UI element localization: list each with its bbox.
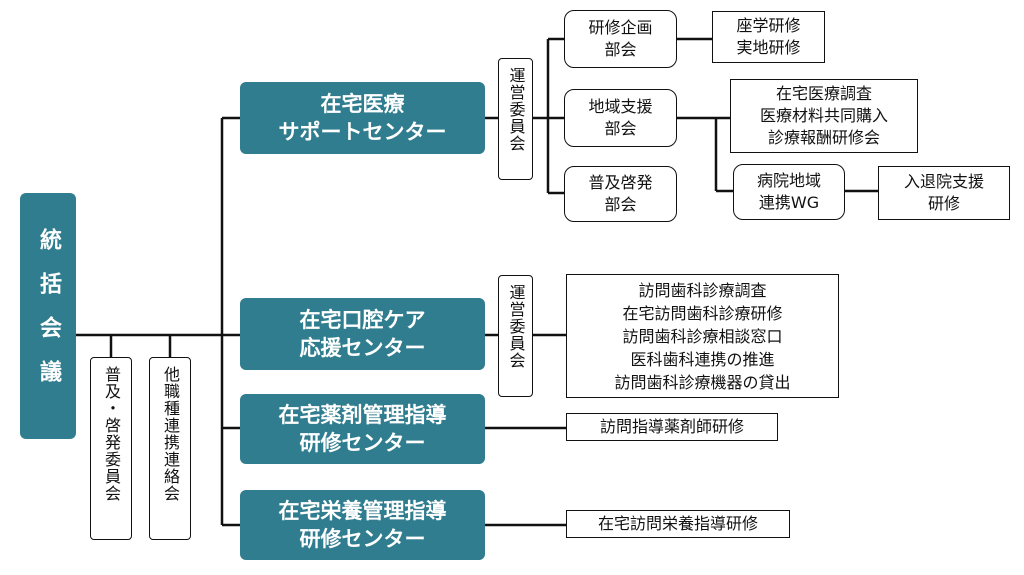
subgroup-label: 研修企画 部会 — [588, 18, 653, 59]
center-label: 在宅口腔ケア 応援センター — [299, 308, 426, 360]
subgroup-label: 地域支援 部会 — [588, 97, 653, 138]
items-koku-care: 訪問歯科診療調査 在宅訪問歯科診療研修 訪問歯科診療相談窓口 医科歯科連携の推進… — [566, 274, 839, 398]
center-zaitaku-iryo-support: 在宅医療 サポートセンター — [240, 82, 485, 154]
items-text: 訪問歯科診療調査 在宅訪問歯科診療研修 訪問歯科診療相談窓口 医科歯科連携の推進… — [614, 280, 791, 392]
committee-fukyu-label: 普及・啓発委員会 — [102, 366, 121, 502]
items-text: 在宅医療調査 医療材料共同購入 診療報酬研修会 — [759, 84, 888, 147]
subgroup-kenshu-kikaku: 研修企画 部会 — [564, 10, 677, 68]
center-label: 在宅薬剤管理指導 研修センター — [278, 403, 447, 455]
items-text: 在宅訪問栄養指導研修 — [597, 514, 758, 533]
items-text: 訪問指導薬剤師研修 — [599, 417, 744, 436]
items-yakuzai: 訪問指導薬剤師研修 — [566, 413, 778, 441]
subgroup-chiiki-shien: 地域支援 部会 — [564, 89, 677, 147]
operating-committee-2: 運営委員会 — [498, 275, 533, 397]
operating-committee-label: 運営委員会 — [506, 284, 526, 369]
center-label: 在宅医療 サポートセンター — [278, 92, 447, 144]
items-text: 座学研修 実地研修 — [736, 16, 801, 57]
wg-byoin-chiiki-renkei: 病院地域 連携WG — [733, 164, 845, 220]
committee-tashokushu-renkei: 他職種連携連絡会 — [149, 357, 191, 540]
items-text: 入退院支援 研修 — [903, 172, 984, 213]
root-label: 統括会議 — [36, 228, 61, 404]
items-chiiki-shien: 在宅医療調査 医療材料共同購入 診療報酬研修会 — [730, 79, 918, 153]
subgroup-label: 普及啓発 部会 — [588, 173, 653, 214]
items-eiyo: 在宅訪問栄養指導研修 — [566, 510, 790, 538]
root-node-tokatsu-kaigi: 統括会議 — [20, 193, 76, 439]
center-yakuzai-kanri: 在宅薬剤管理指導 研修センター — [240, 394, 485, 464]
operating-committee-1: 運営委員会 — [498, 58, 533, 180]
center-label: 在宅栄養管理指導 研修センター — [278, 499, 447, 551]
subgroup-fukyu-keihatsu: 普及啓発 部会 — [564, 166, 677, 222]
center-eiyo-kanri: 在宅栄養管理指導 研修センター — [240, 490, 485, 560]
committee-fukyu-keihatsu: 普及・啓発委員会 — [90, 357, 132, 540]
items-kenshu-kikaku: 座学研修 実地研修 — [712, 11, 825, 63]
items-wg: 入退院支援 研修 — [878, 166, 1010, 220]
center-koku-care: 在宅口腔ケア 応援センター — [240, 298, 485, 370]
wg-label: 病院地域 連携WG — [756, 171, 821, 212]
operating-committee-label: 運営委員会 — [506, 67, 526, 152]
committee-tashokushu-label: 他職種連携連絡会 — [161, 366, 180, 502]
